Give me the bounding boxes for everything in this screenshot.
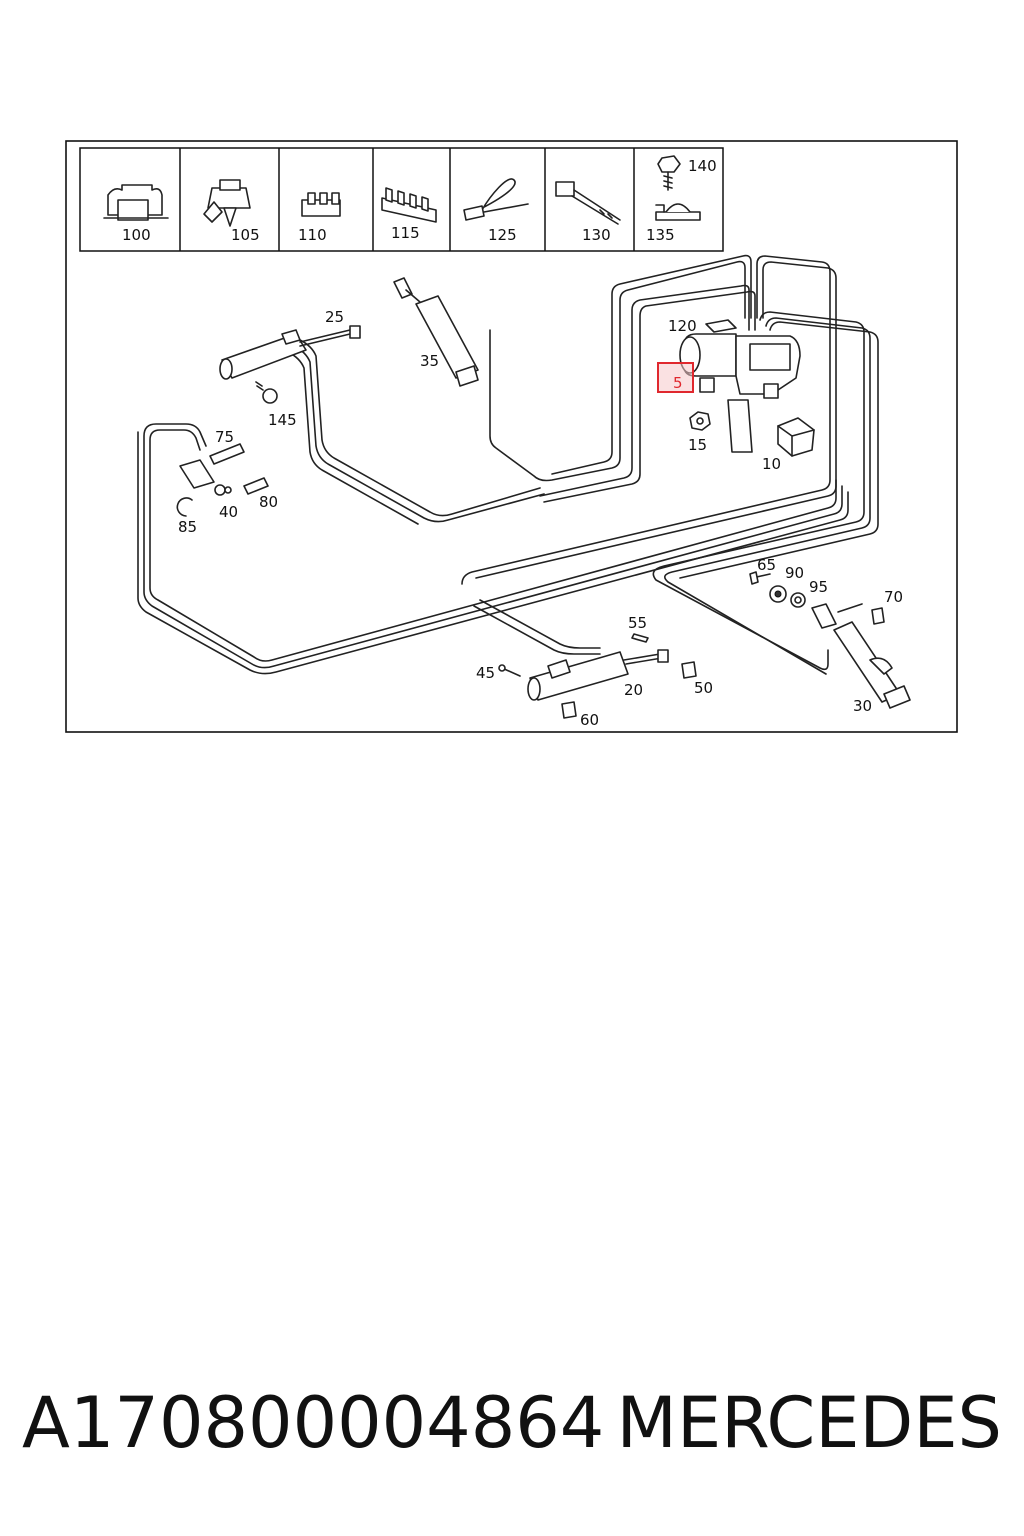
label-115: 115: [391, 224, 420, 242]
label-45: 45: [476, 664, 495, 682]
label-120: 120: [668, 317, 697, 335]
label-60: 60: [580, 711, 599, 729]
part-110-icon: [301, 192, 341, 217]
part-125-icon: [463, 178, 529, 221]
label-70: 70: [884, 588, 903, 606]
label-50: 50: [694, 679, 713, 697]
hydraulic-lines: [137, 254, 879, 675]
label-55: 55: [628, 614, 647, 632]
part-85-icon: [176, 497, 193, 517]
label-20: 20: [624, 681, 643, 699]
pump-unit-icon: [679, 333, 801, 453]
part-70-icon: [837, 603, 885, 625]
label-40: 40: [219, 503, 238, 521]
part-10-icon: [777, 417, 815, 457]
label-65: 65: [757, 556, 776, 574]
label-90: 90: [785, 564, 804, 582]
part-145-icon: [255, 381, 278, 404]
part-40-icon: [179, 459, 232, 496]
label-105: 105: [231, 226, 260, 244]
part-35-icon: [393, 277, 479, 387]
label-5[interactable]: 5: [673, 374, 683, 392]
highlight-box[interactable]: [657, 362, 694, 393]
small-parts-legend: [79, 147, 724, 252]
label-85: 85: [178, 518, 197, 536]
label-95: 95: [809, 578, 828, 596]
label-140: 140: [688, 157, 717, 175]
label-125: 125: [488, 226, 517, 244]
diagram-frame: [65, 140, 958, 733]
part-55-icon: [631, 633, 649, 643]
part-105-icon: [203, 179, 251, 227]
part-120-icon: [705, 319, 737, 333]
label-35: 35: [420, 352, 439, 370]
label-80: 80: [259, 493, 278, 511]
part-30-icon: [811, 603, 911, 709]
label-10: 10: [762, 455, 781, 473]
brand-name: MERCEDES: [616, 1382, 1002, 1464]
part-45-icon: [498, 664, 521, 677]
label-75: 75: [215, 428, 234, 446]
parts-diagram: 100 105 110 115 125 130 135 140 120 5 15…: [65, 140, 958, 733]
part-115-icon: [381, 187, 437, 223]
label-110: 110: [298, 226, 327, 244]
part-number: A170800004864: [22, 1382, 605, 1464]
part-50-icon: [681, 661, 697, 679]
label-30: 30: [853, 697, 872, 715]
part-20-icon: [527, 649, 669, 701]
part-140-icon: [657, 155, 681, 191]
label-100: 100: [122, 226, 151, 244]
part-135-icon: [655, 203, 701, 221]
label-25: 25: [325, 308, 344, 326]
label-145: 145: [268, 411, 297, 429]
label-130: 130: [582, 226, 611, 244]
label-15: 15: [688, 436, 707, 454]
part-80-icon: [243, 477, 269, 495]
part-75-icon: [209, 443, 245, 465]
label-135: 135: [646, 226, 675, 244]
footer-caption: A170800004864 MERCEDES: [22, 1378, 1002, 1468]
part-60-icon: [561, 701, 577, 719]
part-15-icon: [689, 411, 711, 431]
part-90-icon: [769, 585, 787, 603]
part-25-icon: [219, 325, 361, 380]
part-100-icon: [103, 184, 169, 221]
part-65-icon: [749, 571, 771, 585]
part-95-icon: [790, 592, 806, 608]
part-130-icon: [555, 181, 621, 225]
